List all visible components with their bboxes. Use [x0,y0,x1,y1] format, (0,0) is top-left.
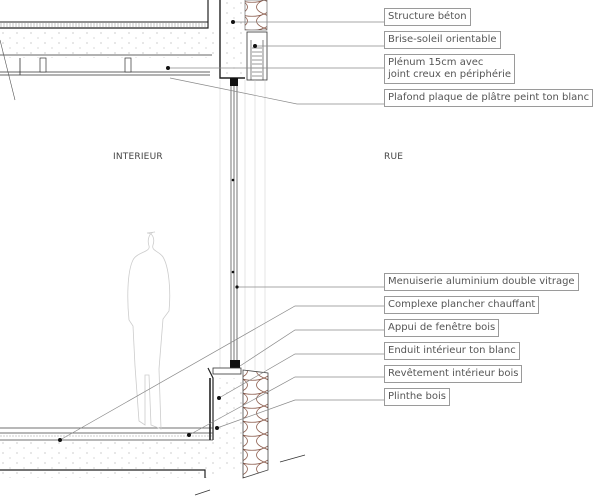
leader-dots [58,20,257,442]
brise-soleil-box [246,31,268,81]
lower-slab-wall [0,367,306,496]
zone-street-label: RUE [384,152,404,162]
label-appui-fenetre: Appui de fenêtre bois [384,319,500,337]
upper-insulation [244,0,268,31]
zone-interior-label: INTERIEUR [113,152,163,162]
window-frame [219,78,266,370]
label-brise-soleil: Brise-soleil orientable [384,31,501,49]
label-plafond: Plafond plaque de plâtre peint ton blanc [384,89,594,107]
label-menuiserie: Menuiserie aluminium double vitrage [384,273,579,291]
person-silhouette [127,231,171,430]
label-enduit: Enduit intérieur ton blanc [384,342,520,360]
label-plenum-line2: joint creux en périphérie [388,69,512,80]
upper-slab [0,0,245,101]
label-structure-beton: Structure béton [384,8,471,26]
label-plinthe: Plinthe bois [384,388,450,406]
label-plenum-line1: Plénum 15cm avec [388,57,484,68]
label-plancher-chauffant: Complexe plancher chauffant [384,296,540,314]
leader-lines [59,21,384,441]
label-plenum: Plénum 15cm avec joint creux en périphér… [384,54,516,84]
lower-insulation [242,369,269,479]
label-revetement: Revêtement intérieur bois [384,365,523,383]
